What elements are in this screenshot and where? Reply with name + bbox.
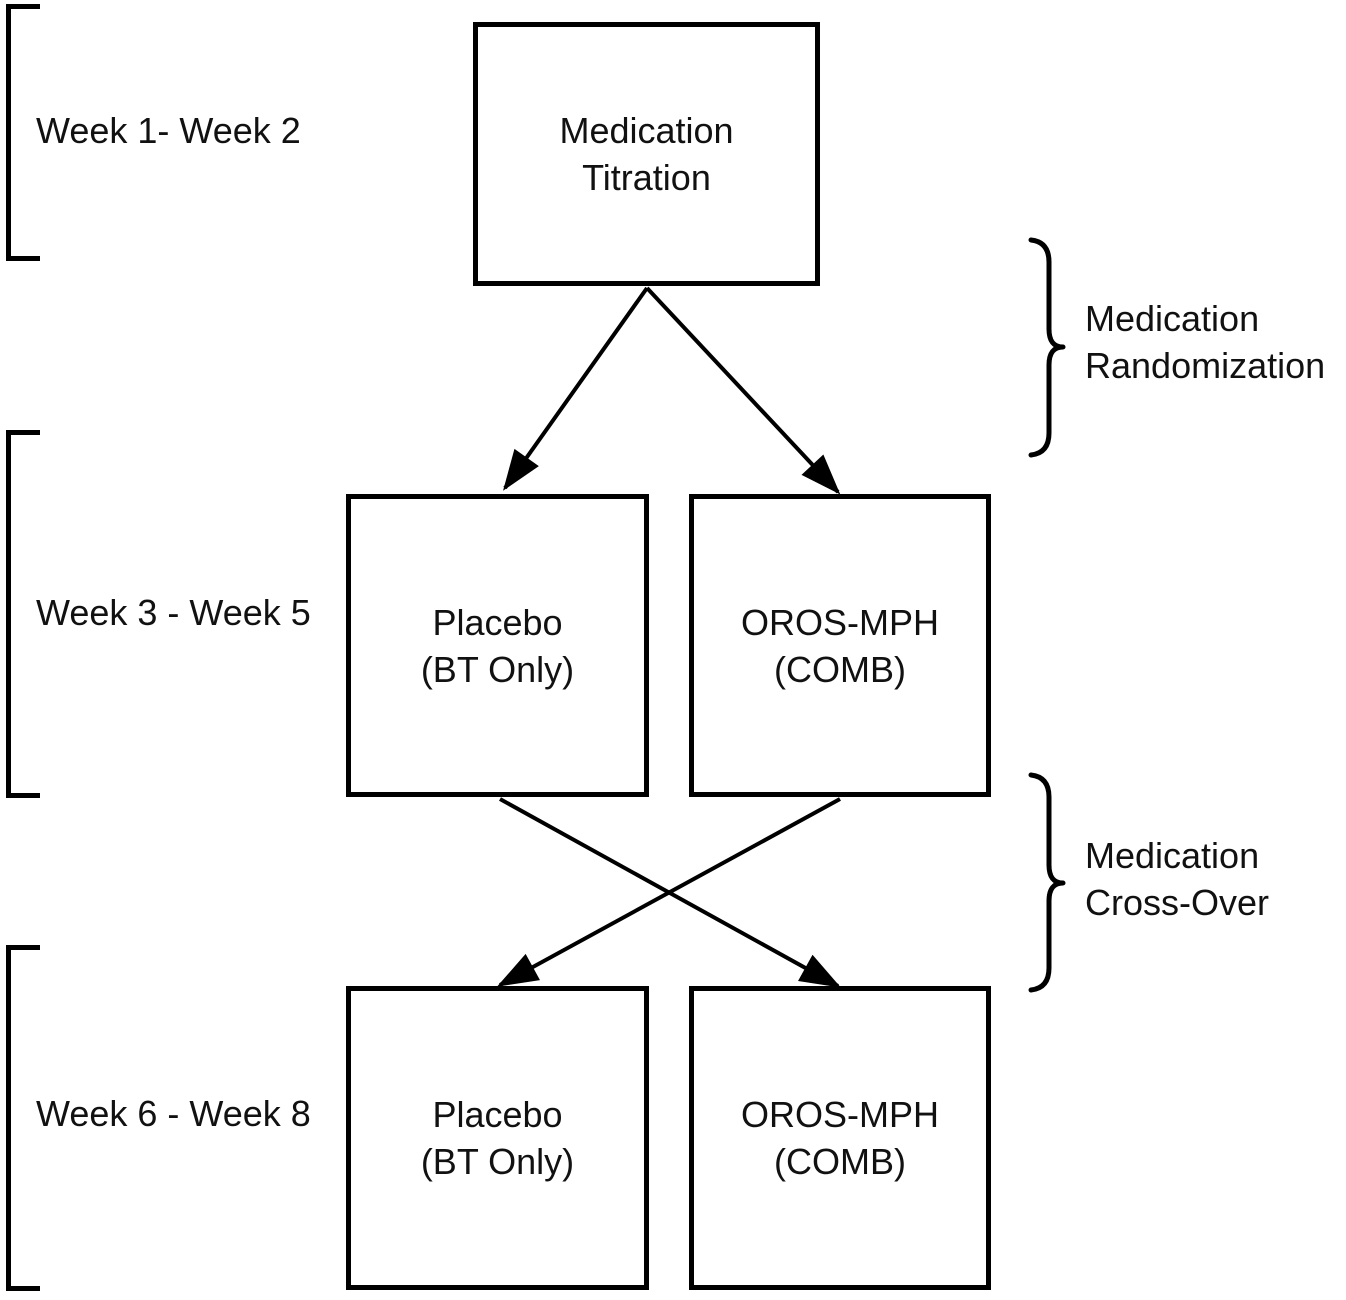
box-text-line: (COMB) xyxy=(774,1141,906,1182)
box-oros-mph-weeks6-8: OROS-MPH (COMB) xyxy=(689,986,991,1290)
box-text-line: OROS-MPH xyxy=(741,1094,939,1135)
annotation-line: Medication xyxy=(1085,298,1260,339)
box-text-line: Medication xyxy=(559,110,734,151)
week1-2-bracket xyxy=(6,4,40,261)
arrow-crossover-oros-to-placebo xyxy=(497,797,841,987)
arrow-titration-to-oros xyxy=(645,286,841,495)
arrow-titration-to-placebo xyxy=(503,286,649,491)
box-oros-mph-weeks3-5: OROS-MPH (COMB) xyxy=(689,494,991,797)
box-text-line: Titration xyxy=(582,157,711,198)
box-placebo-weeks6-8: Placebo (BT Only) xyxy=(346,986,649,1290)
annotation-line: Cross-Over xyxy=(1085,882,1270,923)
box-medication-titration: Medication Titration xyxy=(473,22,820,286)
week3-5-bracket xyxy=(6,430,40,798)
week6-8-bracket xyxy=(6,945,40,1291)
week6-8-label: Week 6 - Week 8 xyxy=(36,1093,311,1134)
box-text-line: (BT Only) xyxy=(420,648,575,690)
box-text-line: OROS-MPH xyxy=(741,601,939,643)
box-text-line: (COMB) xyxy=(774,648,906,690)
box-text-line: (BT Only) xyxy=(420,1141,575,1182)
crossover-brace xyxy=(1028,772,1066,993)
box-placebo-weeks3-5: Placebo (BT Only) xyxy=(346,494,649,797)
box-text-line: Placebo xyxy=(432,1094,563,1135)
annotation-line: Medication xyxy=(1085,835,1260,876)
medication-crossover-label: Medication Cross-Over xyxy=(1085,832,1269,926)
week3-5-label: Week 3 - Week 5 xyxy=(36,592,311,633)
medication-randomization-label: Medication Randomization xyxy=(1085,295,1325,389)
randomization-brace xyxy=(1028,237,1066,458)
box-text-line: Placebo xyxy=(432,601,563,643)
week1-2-label: Week 1- Week 2 xyxy=(36,110,301,151)
annotation-line: Randomization xyxy=(1085,345,1326,386)
